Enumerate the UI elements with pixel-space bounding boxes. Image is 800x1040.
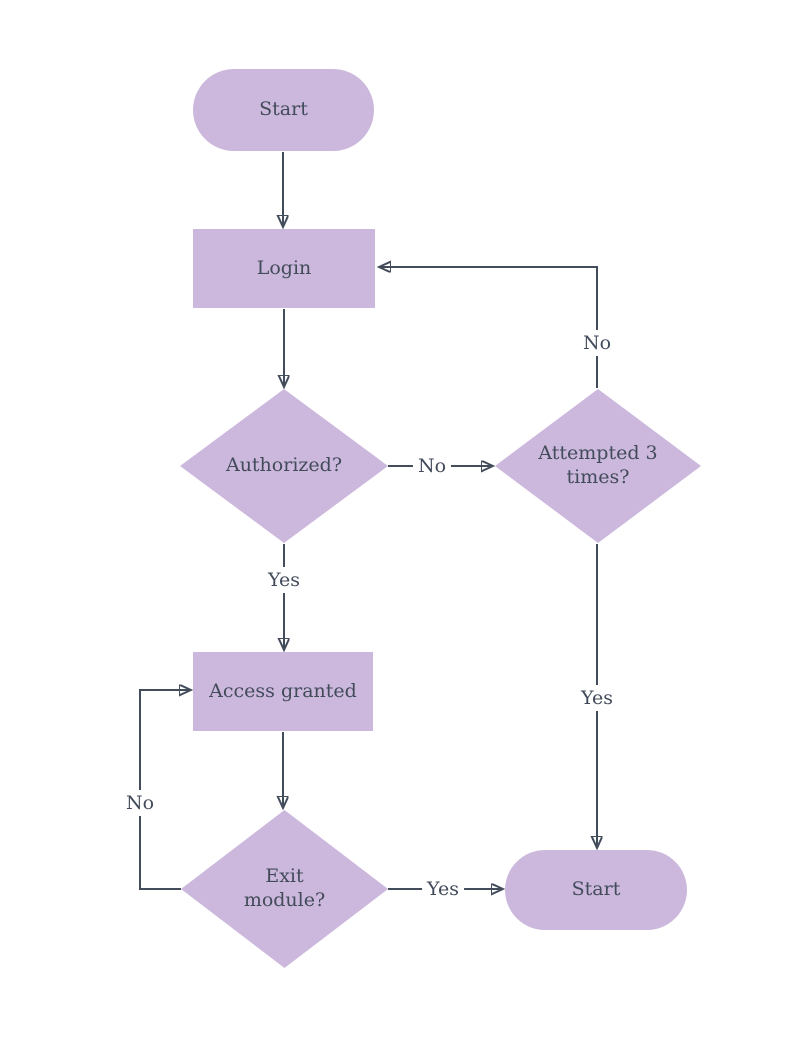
connector-attempted-to-login bbox=[380, 267, 598, 388]
node-login-label: Login bbox=[256, 256, 312, 279]
node-access-granted: Access granted bbox=[193, 652, 373, 731]
node-login: Login bbox=[193, 229, 375, 308]
node-start-bottom-label: Start bbox=[571, 878, 621, 901]
node-authorized-label: Authorized? bbox=[225, 454, 343, 477]
edge-label-attempted-yes: Yes bbox=[576, 685, 618, 711]
connector-exit-module-to-access-granted bbox=[139, 690, 190, 890]
node-access-granted-label: Access granted bbox=[209, 679, 357, 702]
edge-label-authorized-no: No bbox=[412, 453, 452, 479]
edge-label-attempted-no: No bbox=[577, 330, 617, 356]
node-start-top-label: Start bbox=[259, 98, 308, 121]
edge-label-authorized-yes: Yes bbox=[263, 567, 305, 593]
node-exit-module-label: Exit module? bbox=[243, 865, 326, 911]
edge-label-exit-module-yes: Yes bbox=[422, 876, 464, 902]
node-start-top: Start bbox=[193, 69, 374, 151]
edge-label-exit-module-no: No bbox=[120, 790, 160, 816]
node-attempted-3-times-label: Attempted 3 times? bbox=[538, 442, 658, 488]
node-start-bottom: Start bbox=[505, 850, 687, 930]
